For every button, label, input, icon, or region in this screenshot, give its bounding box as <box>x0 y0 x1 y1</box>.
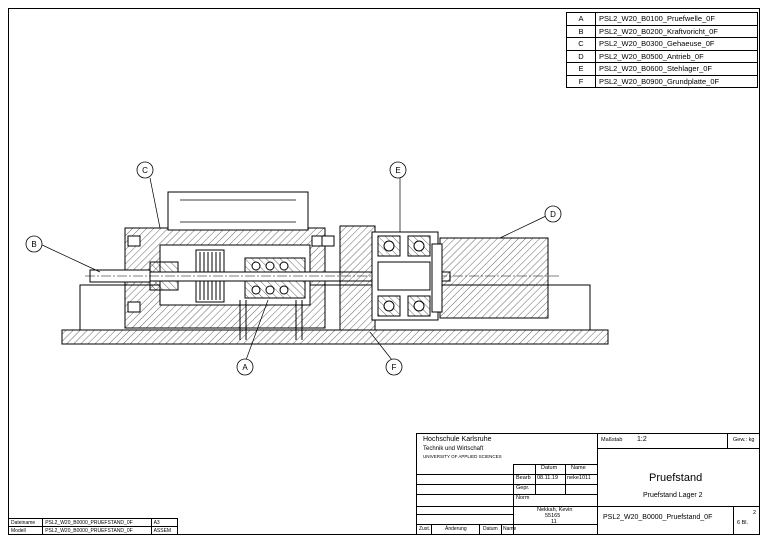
dateiname-value: PSL2_W20_B0000_PRUEFSTAND_0F <box>42 518 152 527</box>
aenderung-label: Änderung <box>445 526 467 532</box>
drive-motor <box>439 237 549 319</box>
datum2-label: Datum <box>483 526 498 532</box>
bearb-name: neke1011 <box>567 475 591 481</box>
parts-key: F <box>566 74 596 88</box>
drawing-number: PSL2_W20_B0000_Pruefstand_0F <box>603 514 713 521</box>
school-name: Hochschule Karlsruhe <box>423 436 492 443</box>
number-2: 11 <box>551 519 557 525</box>
bearb-label: Bearb <box>516 475 531 481</box>
date-header: Datum <box>541 465 558 471</box>
dateiname-label: Dateiname <box>7 518 44 527</box>
base-plate <box>61 329 609 345</box>
callout-F-label: F <box>392 363 397 372</box>
callout-E: E <box>389 161 407 179</box>
callout-leaders <box>39 177 547 361</box>
drawing-title: Pruefstand <box>649 472 703 484</box>
callout-D-label: D <box>550 210 556 219</box>
dateiname-format: A3 <box>150 518 179 527</box>
drawing-frame <box>8 8 760 535</box>
callout-B-label: B <box>31 240 36 249</box>
weight-label: Gew.: kg <box>733 437 755 443</box>
school-english: UNIVERSITY OF APPLIED SCIENCES <box>423 454 502 459</box>
bolts <box>127 235 335 340</box>
gepr-label: Gepr. <box>516 485 530 491</box>
callout-C-label: C <box>142 166 148 175</box>
drawing-subtitle: Pruefstand Lager 2 <box>643 492 703 499</box>
parts-name: PSL2_W20_B0900_Grundplatte_0F <box>595 74 758 88</box>
title-block: Hochschule Karlsruhe Technik und Wirtsch… <box>416 433 760 535</box>
bearb-date: 08.11.19 <box>537 475 559 481</box>
file-fields: Dateiname PSL2_W20_B0000_PRUEFSTAND_0F A… <box>7 518 179 535</box>
modell-label: Modell <box>7 526 44 535</box>
modell-type: ASSEM <box>150 526 179 535</box>
zust-label: Zust. <box>419 526 431 532</box>
callout-A: A <box>236 358 254 376</box>
callout-F: F <box>385 358 403 376</box>
scale-label: Maßstab <box>601 437 623 443</box>
name-header: Name <box>571 465 586 471</box>
callout-D: D <box>544 205 562 223</box>
author: Nekkah, Kevin <box>537 507 573 513</box>
norm-label: Norm <box>516 495 530 501</box>
name2-label: Name <box>503 526 517 532</box>
housing-top <box>167 191 309 231</box>
callout-B: B <box>25 235 43 253</box>
pillow-block <box>339 225 439 331</box>
callout-A-label: A <box>242 363 248 372</box>
modell-value: PSL2_W20_B0000_PRUEFSTAND_0F <box>42 526 152 535</box>
sheet-label: 6 Bl. <box>737 520 749 526</box>
number-1: 55165 <box>545 513 561 519</box>
sheet-number: 2 <box>753 510 757 516</box>
school-subtitle: Technik und Wirtschaft <box>423 446 484 452</box>
scale-value: 1:2 <box>637 436 647 443</box>
callout-C: C <box>136 161 154 179</box>
callout-E-label: E <box>395 166 400 175</box>
